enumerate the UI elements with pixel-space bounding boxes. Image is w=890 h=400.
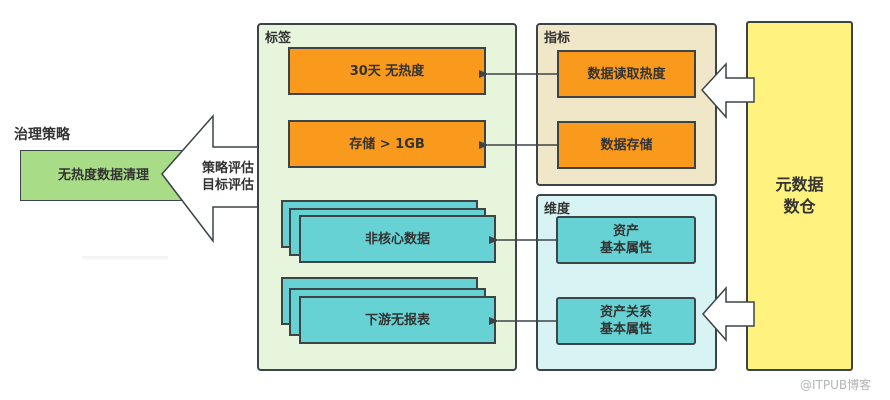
shadow-decoration	[82, 256, 168, 260]
tag-box-non-core: 非核心数据	[299, 215, 496, 263]
metric-label: 数据存储	[600, 137, 653, 153]
metric-box-storage: 数据存储	[557, 121, 696, 169]
dimension-label-line-2: 基本属性	[599, 322, 652, 337]
tag-box-no-downstream-report: 下游无报表	[299, 296, 496, 344]
tag-label: 非核心数据	[364, 231, 430, 247]
block-arrow-to-metrics	[700, 62, 755, 119]
source-label-line-2: 数仓	[783, 197, 816, 216]
policy-section-title: 治理策略	[14, 127, 70, 143]
dimension-label-line-1: 资产	[612, 224, 639, 239]
evaluation-line-1: 策略评估	[201, 161, 254, 176]
metric-label: 数据读取热度	[587, 66, 666, 82]
block-arrow-to-dimensions	[701, 286, 755, 342]
metrics-group-title: 指标	[544, 31, 571, 46]
dimension-label-line-1: 资产关系	[599, 305, 652, 320]
dimension-box-asset-relation: 资产关系 基本属性	[556, 297, 696, 345]
dimension-box-asset-attributes: 资产 基本属性	[556, 216, 696, 264]
policy-action-label: 无热度数据清理	[57, 168, 149, 183]
dimension-label-line-2: 基本属性	[599, 241, 652, 256]
metadata-warehouse-box: 元数据 数仓	[746, 21, 853, 371]
evaluation-text: 策略评估 目标评估	[196, 160, 260, 194]
metric-box-read-heat: 数据读取热度	[557, 50, 696, 98]
source-label-line-1: 元数据	[775, 175, 824, 194]
dimensions-group-title: 维度	[544, 202, 571, 217]
tag-label: 30天 无热度	[349, 63, 425, 79]
tag-label: 下游无报表	[364, 312, 430, 328]
tags-group-title: 标签	[265, 31, 292, 46]
tag-label: 存储 > 1GB	[349, 136, 425, 152]
evaluation-line-2: 目标评估	[201, 178, 254, 193]
watermark: @ITPUB博客	[800, 378, 872, 392]
